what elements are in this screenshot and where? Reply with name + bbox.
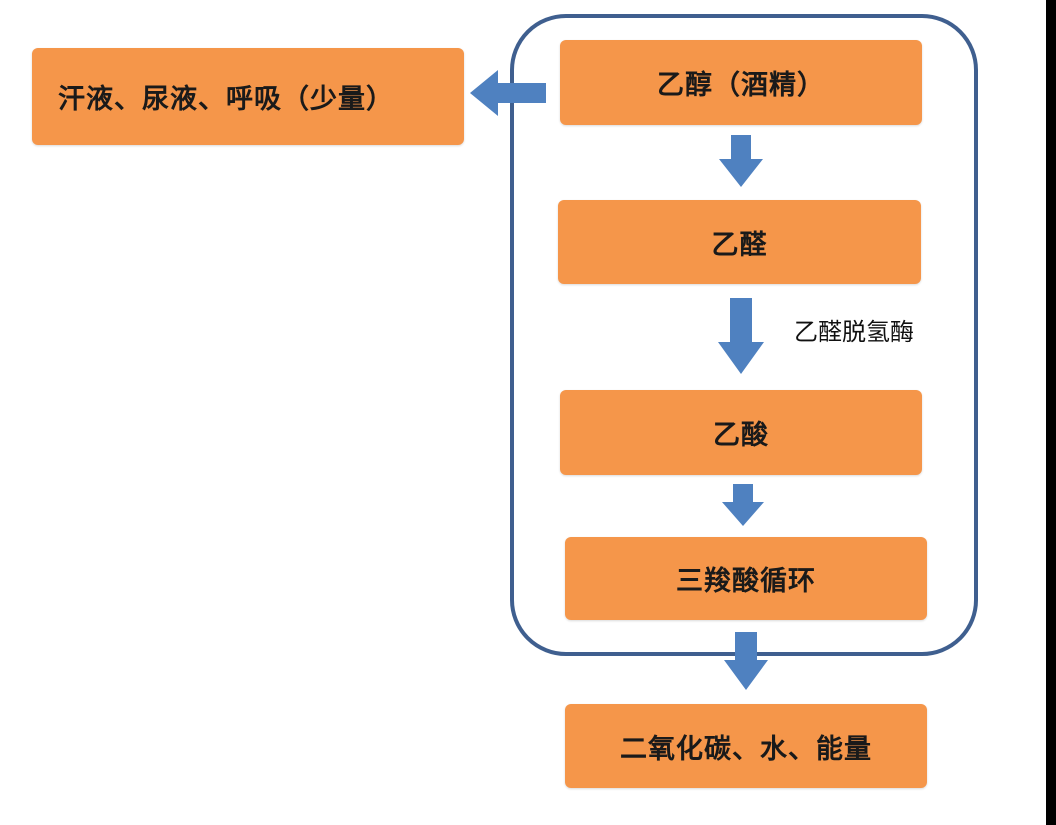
ethanol-node-label: 乙醇（酒精） [657,70,825,101]
acetic-acid-node-label: 乙酸 [713,420,769,451]
arrow-down-icon [719,135,763,187]
acetaldehyde-node-label: 乙醛 [711,229,768,261]
arrow-down-icon [722,484,764,526]
acetic-acid-node: 乙酸 [560,390,922,475]
ethanol-node: 乙醇（酒精） [560,40,922,125]
right-edge-bar [1046,0,1056,825]
arrow-down-icon [718,298,764,374]
products-node-label: 二氧化碳、水、能量 [620,733,872,765]
tca-cycle-node: 三羧酸循环 [565,537,927,620]
excretion-node: 汗液、尿液、呼吸（少量） [32,48,464,145]
arrow-left-icon [470,70,546,116]
excretion-node-label: 汗液、尿液、呼吸（少量） [58,84,394,115]
tca-cycle-node-label: 三羧酸循环 [676,566,816,597]
products-node: 二氧化碳、水、能量 [565,704,927,788]
acetaldehyde-node: 乙醛 [558,200,921,284]
arrow-down-icon [724,632,768,690]
enzyme-label: 乙醛脱氢酶 [794,318,914,346]
